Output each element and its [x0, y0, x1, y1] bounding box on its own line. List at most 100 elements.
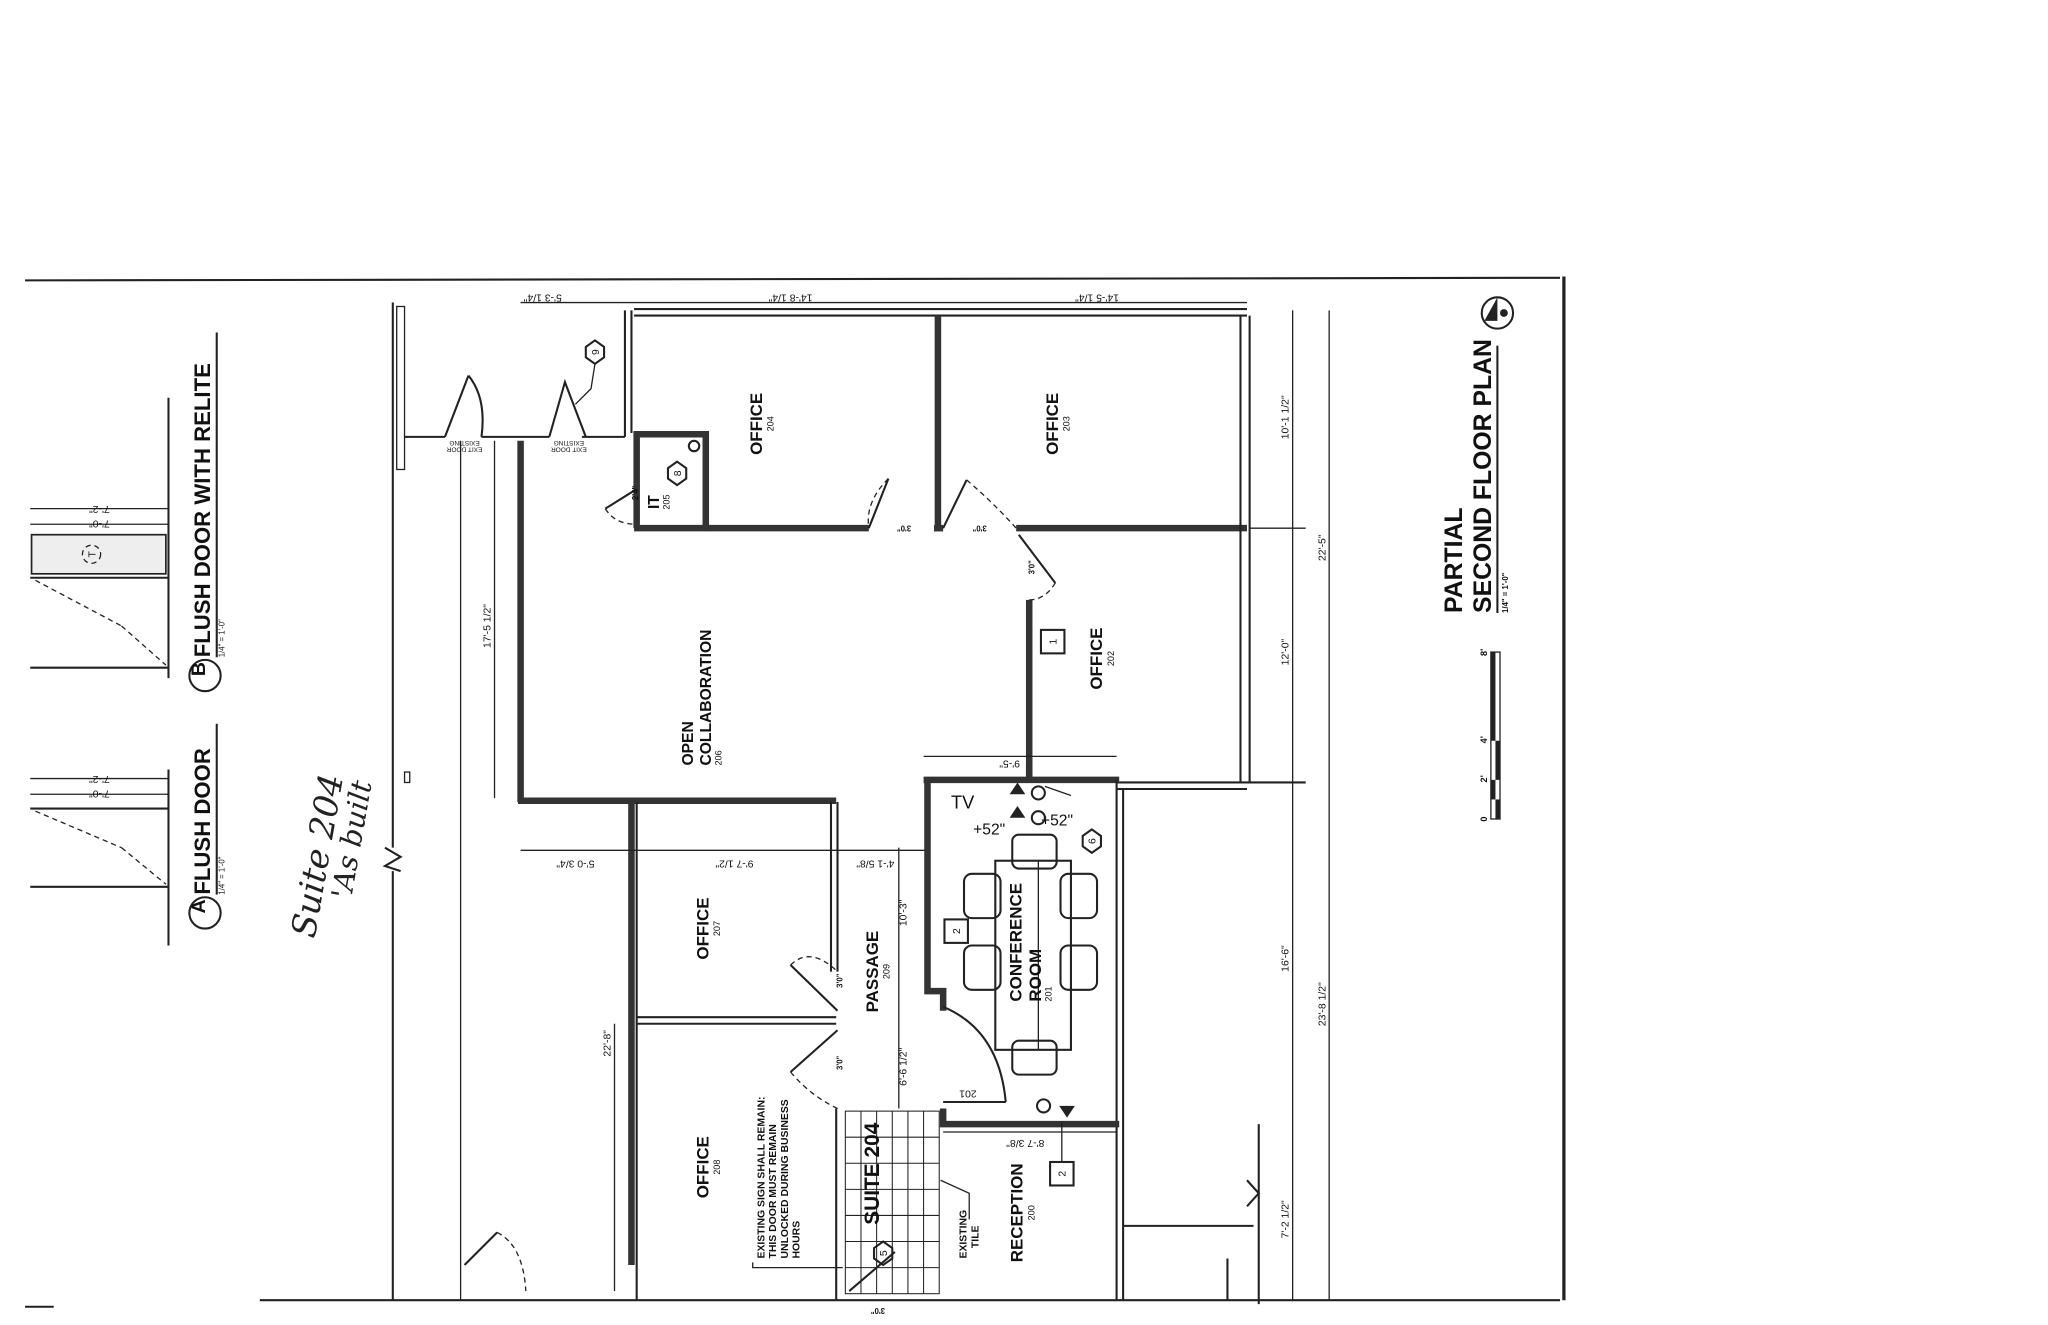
room-office-203: OFFICE 203: [1043, 393, 1072, 455]
outlet-height-2: +52": [1041, 813, 1073, 830]
door-a-title-block: A FLUSH DOOR 1/4" = 1'-0": [188, 723, 227, 930]
dim-mid-2: 9'-7 1/2": [715, 858, 753, 869]
note-line: EXIT DOOR: [551, 445, 587, 452]
note-line: THIS DOOR MUST REMAIN: [768, 1124, 779, 1258]
door-width-3: 3'0": [1027, 560, 1036, 575]
room-name: OFFICE: [1087, 628, 1106, 690]
data-outlet-icon: [1009, 782, 1026, 795]
tag-number: 2: [1058, 1171, 1069, 1177]
room-office-202: OFFICE 202: [1087, 628, 1116, 690]
scale-bar: 0 2' 4' 8': [1479, 649, 1501, 822]
sheet-border: [25, 276, 1566, 1308]
tv-label: TV: [951, 792, 975, 813]
scale-label-0: 0: [1479, 817, 1489, 822]
note-line: EXISTING SIGN SHALL REMAIN:: [756, 1097, 767, 1259]
dim-right-1: 10'-1 1/2": [1281, 395, 1292, 439]
tag-number: 9: [591, 349, 602, 355]
dim-top-2: 14'-8 1/4": [768, 292, 812, 303]
dim-passage-2: 6'-6 1/2": [899, 1047, 910, 1085]
building-walls: [382, 302, 1306, 1305]
door-a-tag: A: [188, 899, 210, 913]
dim-passage-1: 10'-3": [899, 899, 910, 926]
room-conference-201: CONFERENCE ROOM 201: [1006, 883, 1053, 1002]
door-width-2: 3'0": [972, 524, 987, 533]
existing-sign-note: EXISTING SIGN SHALL REMAIN: THIS DOOR MU…: [756, 1097, 802, 1259]
power-outlet-icon: [1030, 785, 1046, 801]
room-passage-209: PASSAGE 209: [863, 931, 892, 1013]
room-number: 203: [1062, 416, 1072, 431]
dim-right-2: 12'-0": [1281, 638, 1292, 665]
hex-tag-9: 9: [584, 339, 606, 366]
dim-right-3: 16'-6": [1281, 945, 1292, 972]
dimension-labels: 5'-3 1/4" 14'-8 1/4" 14'-5 1/4" 10'-1 1/…: [483, 292, 1329, 1315]
keynote-tags: 9 8 6 5 1 2 2: [574, 339, 1102, 1267]
room-it-205: IT 205: [646, 494, 671, 509]
door-b-dim-2: 7'-0": [89, 517, 110, 528]
dim-left-2: 22'-8": [603, 1030, 614, 1057]
room-number: 201: [1043, 986, 1053, 1001]
note-line: EXISTING: [449, 439, 479, 446]
plan-title-line-1: PARTIAL: [1441, 507, 1468, 612]
room-name-1: OPEN: [680, 721, 697, 765]
scale-label-4: 4': [1479, 736, 1489, 743]
room-number: 205: [661, 494, 671, 509]
door-tag-201: 201: [959, 1087, 977, 1098]
tag-number: 8: [673, 470, 684, 476]
room-name: RECEPTION: [1008, 1163, 1027, 1262]
door-width-6: 3'0": [871, 1306, 886, 1315]
existing-tile-area: [844, 1110, 940, 1295]
plan-title-line-2: SECOND FLOOR PLAN: [1470, 339, 1497, 613]
room-number: 200: [1026, 1205, 1036, 1220]
room-number: 206: [713, 750, 723, 765]
hex-tag-6: 6: [1081, 828, 1102, 855]
box-tag-1: 1: [1039, 628, 1066, 655]
note-line: UNLOCKED DURING BUSINESS: [780, 1099, 791, 1258]
north-arrow-icon: [1480, 296, 1515, 330]
dim-top-1: 5'-3 1/4": [523, 292, 561, 303]
room-name: OFFICE: [693, 1136, 712, 1198]
dim-conference-top: 9'-5": [999, 757, 1020, 768]
tag-number: 6: [1088, 838, 1099, 844]
dim-it-door: 2'4": [631, 486, 640, 501]
hex-tag-8: 8: [666, 460, 688, 487]
data-outlet-icon: [1009, 805, 1026, 818]
dimension-lines: [493, 301, 1330, 1301]
dim-right-outer-2: 23'-8 1/2": [1317, 982, 1328, 1026]
tag-number: 5: [879, 1250, 890, 1256]
room-labels: OFFICE 204 OFFICE 203 IT 205 OPEN COLLAB…: [646, 393, 1116, 1262]
door-a-elevation: 7'-2" 7'-0": [30, 769, 170, 946]
room-office-208: OFFICE 208: [693, 1136, 722, 1198]
hex-tag-5: 5: [872, 1240, 894, 1267]
dim-right-4: 7'-2 1/2": [1281, 1200, 1292, 1238]
existing-tile-note: EXISTING TILE: [959, 1210, 982, 1259]
scale-label-8: 8': [1479, 649, 1489, 656]
door-width-1: 3'0": [897, 524, 912, 533]
door-b-tag: B: [188, 662, 210, 676]
plan-title-block: PARTIAL SECOND FLOOR PLAN 1/4" = 1'-0": [1441, 296, 1515, 613]
note-line: HOURS: [792, 1221, 803, 1259]
door-b-title: FLUSH DOOR WITH RELITE: [190, 363, 215, 657]
note-line: EXIT DOOR: [446, 445, 482, 452]
door-b-dim-1: 7'-2": [89, 503, 110, 514]
dim-reception-top: 8'-7 3/8": [1006, 1137, 1044, 1148]
dim-right-outer-1: 22'-5": [1317, 534, 1328, 561]
room-name: OFFICE: [1043, 393, 1062, 455]
door-width-4: 3'0": [836, 973, 845, 988]
dim-mid-1: 5'-0 3/4": [556, 858, 594, 869]
conference-chairs: [962, 833, 1099, 1076]
room-name: OFFICE: [747, 393, 766, 455]
existing-exit-door-note-1: EXISTING EXIT DOOR: [446, 439, 482, 453]
note-line: EXISTING: [554, 439, 584, 446]
room-name: IT: [646, 495, 663, 509]
data-outlet-icon: [1059, 1105, 1075, 1118]
plan-scale: 1/4" = 1'-0": [1501, 572, 1510, 613]
dim-left-1: 17'-5 1/2": [483, 604, 494, 648]
door-a-dim-2: 7'-0": [89, 787, 110, 798]
power-outlet-icon: [1030, 810, 1046, 826]
note-line: TILE: [970, 1225, 981, 1248]
room-number: 209: [882, 964, 892, 979]
power-outlet-icon: [1035, 1098, 1052, 1114]
outlet-height-1: +52": [973, 822, 1005, 839]
box-tag-2: 2: [943, 918, 969, 944]
